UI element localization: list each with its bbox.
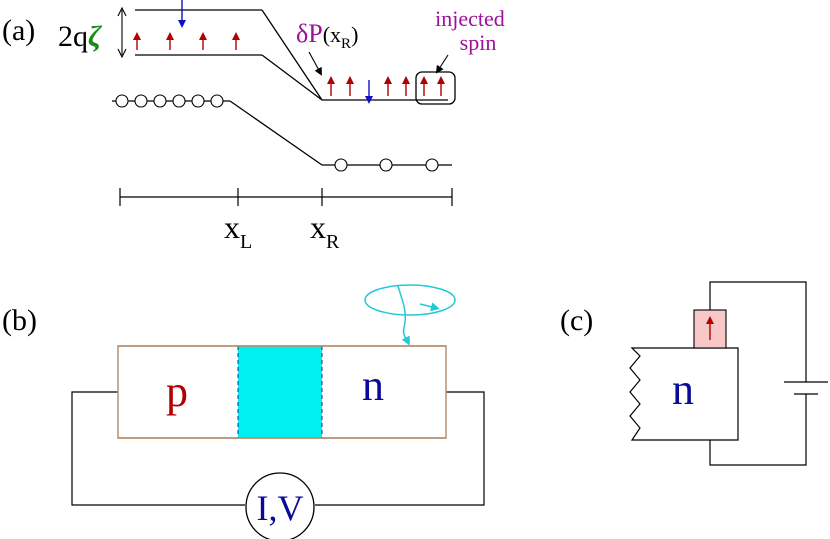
x-left-label: xL (224, 209, 252, 253)
depletion-region (238, 346, 322, 438)
meter-circle (245, 472, 315, 539)
battery-icon (784, 381, 828, 395)
p-region-label: p (166, 367, 188, 416)
circuit-wire-b (71, 391, 485, 506)
delta-p-label: δP(xR) (296, 19, 358, 52)
n-region-label: n (362, 361, 384, 410)
circuit-wire-c (709, 281, 807, 466)
panel-a: (a) (2, 0, 505, 253)
delta-p-close: ) (351, 22, 358, 47)
x-left-main: x (224, 209, 240, 245)
delta-p-symbol: δP (296, 19, 323, 48)
panel-a-label: (a) (2, 14, 35, 47)
meter-label: I,V (257, 488, 304, 528)
x-right-sub: R (326, 231, 340, 253)
n-block-label: n (672, 365, 694, 414)
holes (115, 94, 439, 172)
panel-c-label: (c) (560, 304, 593, 337)
injected-spin-box (415, 71, 456, 105)
delta-p-sub: R (341, 36, 351, 52)
split-double-arrow (117, 6, 127, 59)
spin-split-bands (135, 9, 448, 101)
injected-label-line1: injected (435, 6, 505, 31)
x-left-sub: L (240, 231, 252, 253)
delta-p-arg: (x (323, 22, 341, 47)
panel-c: (c) n (560, 281, 828, 466)
injected-label-line2: spin (460, 30, 497, 55)
position-axis (119, 188, 453, 206)
split-label-zeta: ζ (88, 20, 103, 53)
x-right-main: x (310, 209, 326, 245)
x-right-label: xR (310, 209, 340, 253)
delta-p-pointer-arrow (308, 51, 322, 76)
spin-arrows-right (327, 76, 445, 104)
split-label: 2qζ (58, 20, 103, 53)
valence-band (112, 100, 452, 166)
split-label-prefix: 2q (58, 20, 88, 53)
spin-up-arrows-left (133, 32, 240, 50)
panel-b: (b) p n I,V (2, 284, 485, 539)
semiconductor-block (629, 347, 739, 441)
injected-pointer-arrow (435, 54, 449, 74)
circular-polarized-light-icon (364, 284, 456, 346)
panel-b-label: (b) (2, 304, 37, 337)
